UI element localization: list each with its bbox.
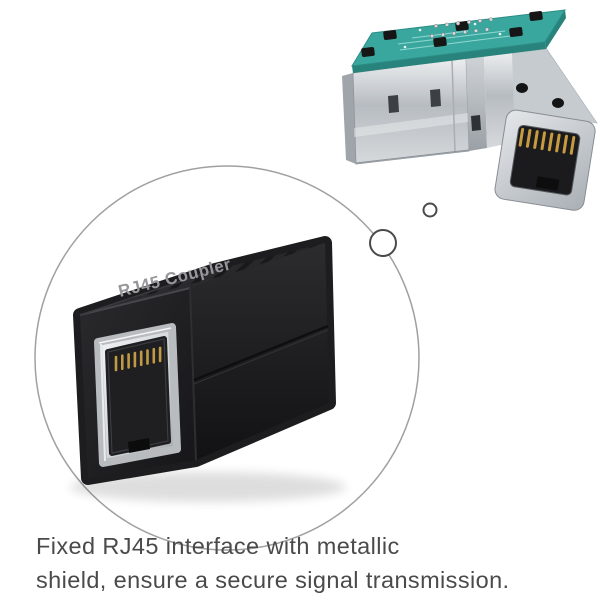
pcb-top	[351, 9, 566, 67]
zoom-bubble-small	[422, 202, 438, 218]
port-latch-slot	[535, 176, 560, 191]
shield-slot-1	[388, 95, 399, 113]
shield-center-hole	[471, 115, 481, 131]
gold-pins	[518, 127, 576, 155]
caption-line-2: shield, ensure a secure signal transmiss…	[36, 567, 510, 593]
shield-left-end-cap	[342, 73, 356, 164]
shield-reflection	[354, 113, 468, 137]
zoom-bubble-large	[369, 229, 397, 257]
gold-pins-front	[114, 346, 162, 372]
coupler-left-edge-highlight	[79, 269, 216, 316]
coupler-port	[94, 323, 181, 467]
coupler-seam-highlight	[193, 329, 329, 385]
bezel-highlight-left	[100, 343, 106, 462]
product-photo	[342, 9, 598, 211]
pcb-pin-grid	[429, 17, 494, 39]
coupler-right-face	[190, 243, 329, 460]
metal-shield-middle	[466, 56, 487, 151]
coupler-shadow	[70, 472, 346, 502]
port-opening-outline	[107, 338, 169, 454]
bezel-highlight-top	[98, 327, 172, 344]
shield-seam	[451, 58, 456, 153]
coupler-seam	[193, 324, 329, 382]
metal-shield-left	[352, 57, 470, 165]
pcb-vias	[403, 22, 502, 49]
pcb-edge-right	[545, 10, 566, 49]
jack-posts	[516, 83, 564, 108]
caption: Fixed RJ45 interface with metallic shiel…	[36, 529, 596, 597]
coupler-3d: RJ45 Coupler	[70, 236, 346, 502]
shield-slot-2	[430, 89, 441, 107]
coupler-top-edge-highlight	[79, 287, 191, 316]
coupler-corner-edge	[189, 287, 197, 461]
metal-shield	[342, 52, 515, 165]
pcb-edge-front	[352, 42, 546, 73]
pcb-traces	[397, 30, 511, 51]
caption-line-1: Fixed RJ45 interface with metallic	[36, 533, 400, 559]
port-latch-slot-front	[128, 438, 150, 453]
shield-bottom-edge	[355, 149, 470, 164]
pcb-components	[361, 10, 543, 58]
rj45-port-right	[494, 109, 596, 211]
pcb-board	[351, 9, 566, 73]
